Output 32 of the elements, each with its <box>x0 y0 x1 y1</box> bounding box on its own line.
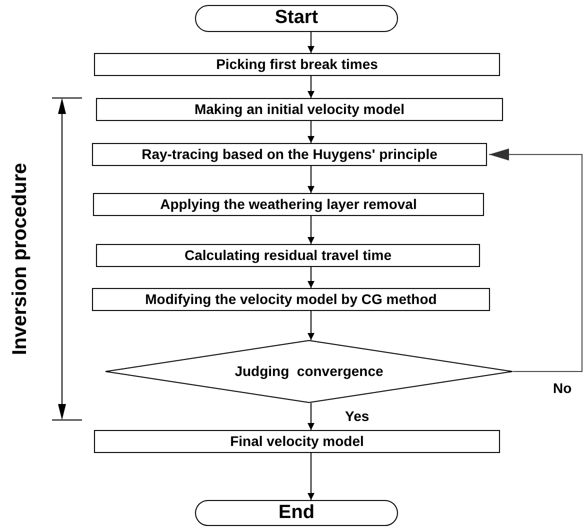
process-box <box>94 53 500 76</box>
arrow <box>308 452 314 500</box>
arrow <box>308 32 314 54</box>
process-box <box>96 244 480 267</box>
node-text: Start <box>274 6 318 30</box>
node-text: Applying the weathering layer removal <box>160 195 417 214</box>
node-text: Picking first break times <box>216 55 378 74</box>
terminal-box <box>195 5 398 32</box>
node-text: Judging convergence <box>234 362 384 381</box>
node-text: Final velocity model <box>230 432 364 451</box>
node-text: Modifying the velocity model by CG method <box>145 290 437 309</box>
edge-label: No <box>553 378 572 398</box>
vertical-label: Inversion procedure <box>8 162 32 356</box>
arrow <box>308 310 314 340</box>
process-box <box>93 193 484 216</box>
process-box <box>92 288 490 311</box>
process-box <box>94 430 500 453</box>
terminal-box <box>195 500 398 526</box>
node-text: End <box>278 500 314 525</box>
node-text: Ray-tracing based on the Huygens' principle <box>142 145 438 164</box>
arrow <box>308 120 314 144</box>
arrow <box>308 166 314 194</box>
arrow <box>308 266 314 288</box>
node-text: Calculating residual travel time <box>184 246 392 265</box>
process-box <box>92 143 487 166</box>
edge-label: Yes <box>345 407 370 426</box>
process-box <box>96 98 503 121</box>
arrow <box>308 216 314 244</box>
arrow <box>488 148 582 372</box>
arrow <box>308 76 314 98</box>
arrow <box>308 402 314 430</box>
node-text: Making an initial velocity model <box>194 100 405 119</box>
